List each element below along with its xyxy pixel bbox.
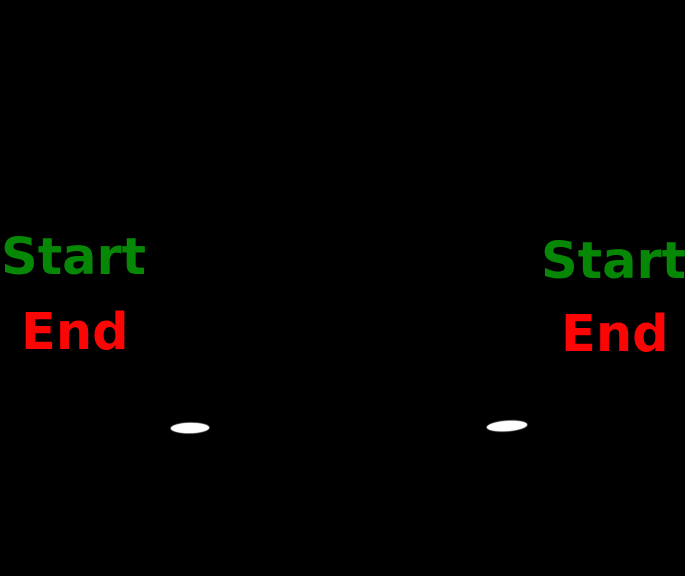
white-ellipse-marker-right (486, 419, 528, 433)
white-ellipse-marker-left (170, 422, 210, 434)
start-label-left: Start (1, 228, 147, 287)
start-label-right: Start (541, 232, 685, 291)
end-label-left: End (21, 303, 129, 362)
end-label-right: End (561, 305, 669, 364)
